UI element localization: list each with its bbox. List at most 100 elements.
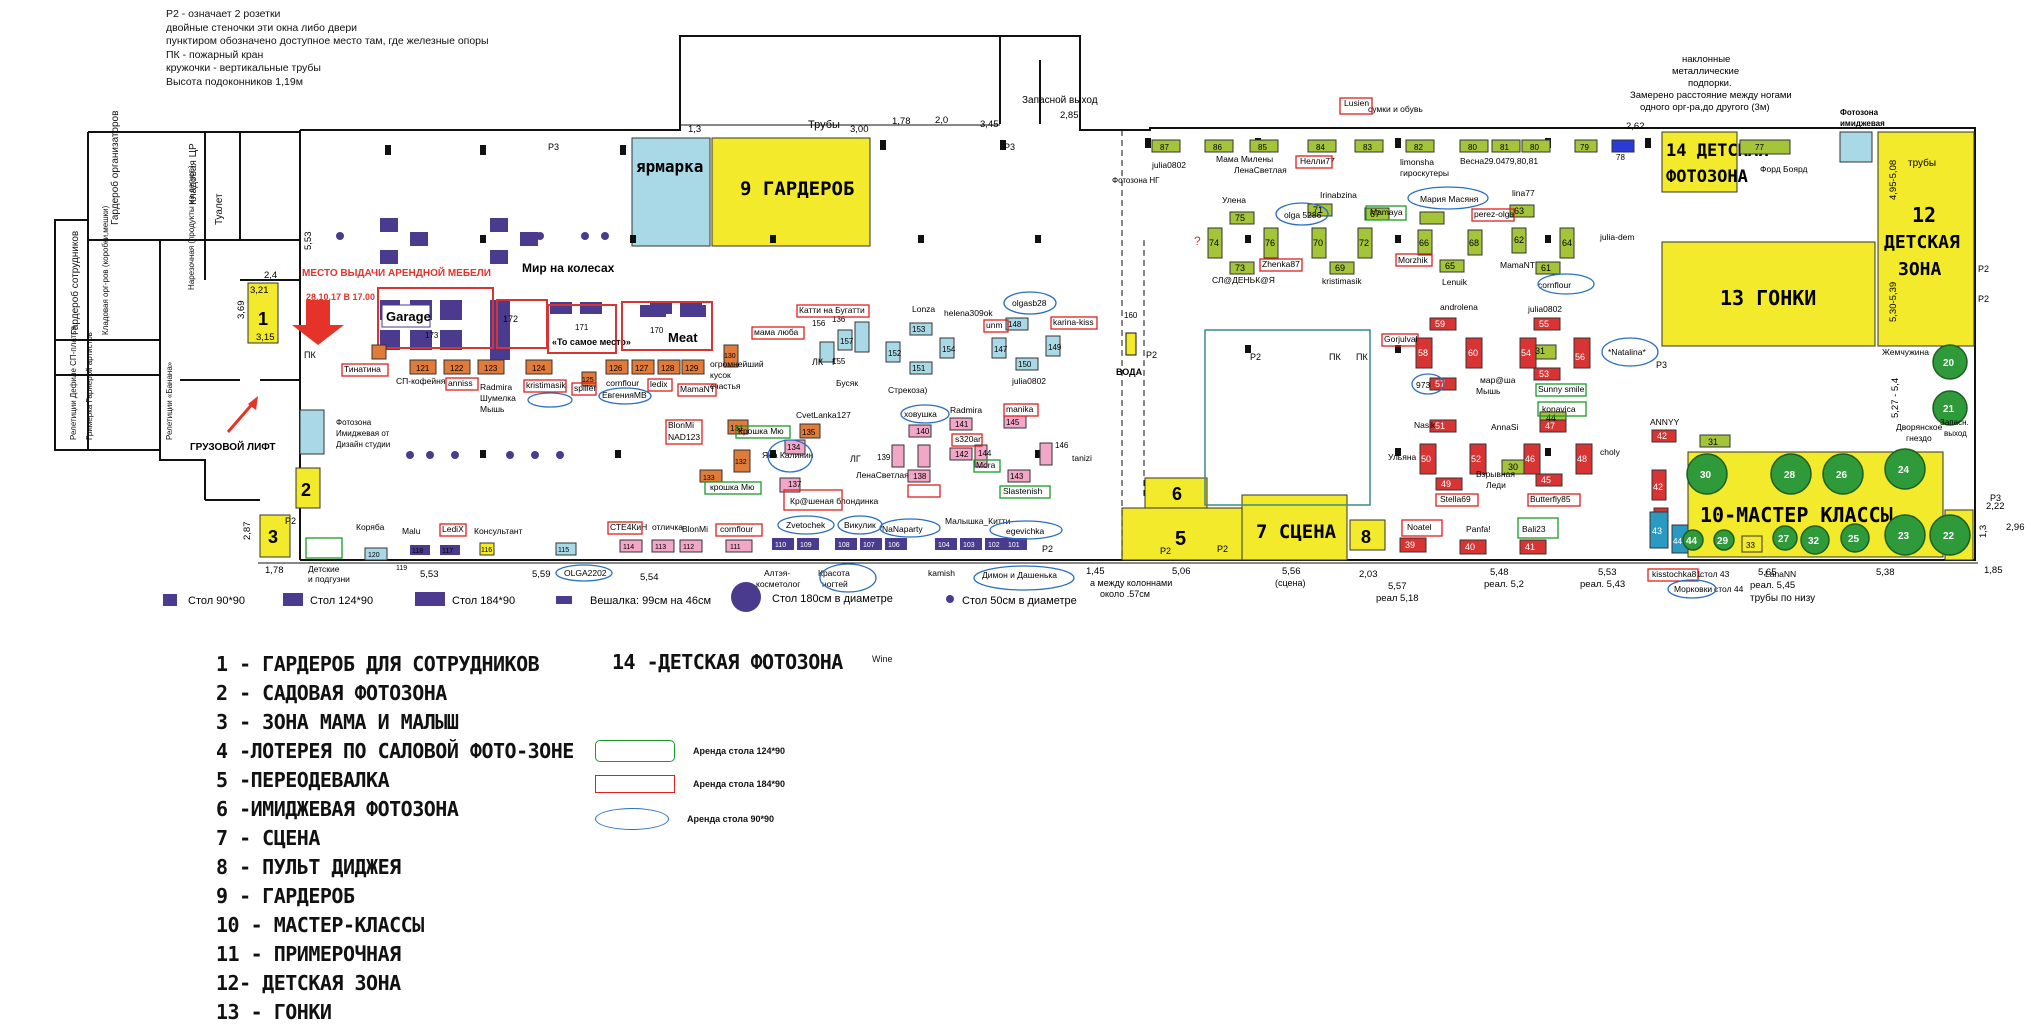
pink-stalls [779,415,1053,493]
vendor-label: гироскутеры [1400,168,1449,178]
vendor-label: отличка [652,522,683,532]
svg-text:3,00: 3,00 [850,124,869,135]
food-row: Garage 173 172 Мир на колесах 171 «То са… [377,261,713,354]
vendor-label: Mora [976,460,996,470]
zone-legend-item: 6 -ИМИДЖЕВАЯ ФОТОЗОНА [216,797,459,821]
stall-77 [1739,139,1791,155]
svg-text:85: 85 [1258,143,1267,152]
vendor-label: Mamaya [1370,207,1403,217]
scene-area [1204,329,1371,506]
races-13-label: 13 ГОНКИ [1720,286,1816,310]
kids-12-zone [1877,131,1975,347]
vendor-label: СЛ@ДЕНЬК@Я [1212,275,1275,285]
svg-text:115: 115 [558,547,569,554]
vendor-label: Lonza [912,304,935,314]
pipes-bottom: трубы по низу [1750,592,1815,604]
room-label: Туалет [214,193,225,225]
vendor-label: счастья [710,381,741,391]
room-label: Гардероб сотрудников [69,231,81,335]
races-13-zone [1661,241,1876,347]
freight-lift-label: ГРУЗОВОЙ ЛИФТ [190,440,276,453]
svg-text:59: 59 [1435,319,1445,329]
vendor-label: BlonMi [682,524,708,534]
zone-legend-item: 9 - ГАРДЕРОБ [216,884,355,908]
mir-label: Мир на колесах [522,261,615,275]
vendor-label: tanizi [1072,453,1092,463]
svg-text:30: 30 [1508,462,1518,472]
svg-text:ПК: ПК [1329,352,1341,362]
photo-studio-2: Имиджевая от [336,429,390,438]
zone-2 [295,467,321,509]
photo-studio-blue [299,409,325,455]
vendor-label: AnnaSi [1491,422,1519,432]
svg-text:136: 136 [832,315,846,324]
vendor-label: Nasik [1414,420,1436,430]
svg-text:5,48: 5,48 [1490,567,1509,578]
vendor-label: anniss [448,378,473,388]
svg-text:65: 65 [1445,261,1455,271]
room-label: Кладовая орг-ров (коробки,мешки) [101,205,110,335]
svg-text:63: 63 [1514,206,1524,216]
svg-text:2,85: 2,85 [1060,110,1079,121]
meat-label: Meat [668,330,698,345]
svg-text:134: 134 [787,443,801,452]
svg-text:80: 80 [1530,143,1539,152]
svg-text:5,27 - 5,4: 5,27 - 5,4 [1890,378,1901,418]
vendor-label: MamaNT [680,384,715,394]
vendor-label: Ульяна [1388,452,1417,462]
legend-label: Стол 124*90 [310,595,373,607]
svg-text:Р2: Р2 [1217,544,1228,554]
svg-text:ЛК: ЛК [812,357,824,367]
svg-text:106: 106 [888,542,900,549]
vendor-label: мар@ша [1480,375,1516,385]
note-line: двойные стеночки эти окна либо двери [166,21,358,34]
stall-31 [1699,434,1731,448]
vendor-label: СП-кофейня [396,376,446,386]
note-line: Высота подоконников 1,19м [166,75,303,88]
svg-text:25: 25 [1848,534,1860,545]
svg-text:61: 61 [1541,263,1551,273]
svg-text:107: 107 [863,542,875,549]
vendor-label: lina77 [1512,188,1535,198]
to-samoe-label: «То самое место» [552,337,631,347]
svg-text:156: 156 [812,319,826,328]
vendor-label: Malu [402,526,421,536]
svg-text:3,21: 3,21 [250,285,269,296]
svg-text:ПК: ПК [1356,352,1368,362]
svg-text:2,4: 2,4 [264,270,277,281]
svg-text:149: 149 [1048,343,1062,352]
ramps-4: Замерено расстояние между ногами [1630,90,1792,101]
photo-image-label: Фотозона [1840,108,1879,117]
legend-swatch [731,582,761,612]
svg-text:47: 47 [1545,421,1555,431]
vendor-label: Стрекоза) [888,385,928,395]
svg-text:Р2: Р2 [1978,264,1989,274]
vendor-label: мама люба [754,327,799,337]
ramps-1: наклонные [1682,54,1730,65]
svg-text:Р2: Р2 [1978,294,1989,304]
vendor-label: 79,80,81 [1505,156,1538,166]
svg-text:101: 101 [1008,542,1020,549]
master-10-label: 10-МАСТЕР КЛАССЫ [1700,503,1893,527]
stall-78 [1611,139,1635,153]
vendor-label: konavica [1542,404,1576,414]
vendor-label: kristimasik [526,380,566,390]
water-box [1125,332,1137,356]
vendor-label: Шумелка [480,393,516,403]
rent-label: Аренда стола 90*90 [687,814,774,824]
vendor-label: kamish [928,568,955,578]
stall-33 [1741,535,1763,553]
rent-legend-green: Аренда стола 124*90 [595,740,785,762]
svg-text:33: 33 [1746,541,1755,550]
vendor-label: unm [986,320,1003,330]
svg-text:160: 160 [1124,311,1138,320]
svg-text:Г: Г [832,357,837,367]
vendor-label: ЕвгенияМВ [602,390,647,400]
legend-label: Стол 184*90 [452,595,515,607]
zone-8-label: 8 [1361,527,1371,547]
spare-exit-1: Запасн. [1940,418,1969,427]
zone-1-label: 1 [258,309,268,329]
garage-label: Garage [386,309,431,324]
svg-text:реал. 5,45: реал. 5,45 [1750,580,1795,591]
svg-text:30: 30 [1700,470,1712,481]
